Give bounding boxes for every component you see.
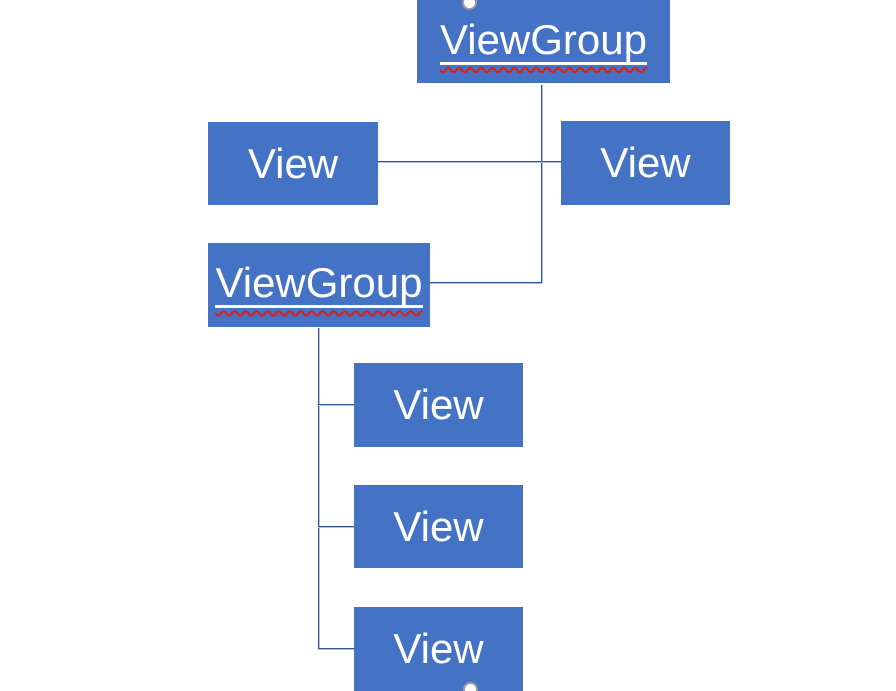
node-view-grandchild-2[interactable]: View (354, 485, 523, 568)
node-viewgroup-child[interactable]: ViewGroup (208, 243, 430, 327)
node-label: View (393, 502, 484, 550)
node-view-left[interactable]: View (208, 122, 378, 205)
connector-root-trunk[interactable] (541, 85, 543, 283)
node-view-grandchild-3[interactable]: View (354, 607, 523, 691)
connector-stub-view-2[interactable] (318, 526, 354, 528)
node-label: View (393, 381, 484, 428)
selection-handle-bottom-icon[interactable] (463, 682, 478, 691)
node-label: View (600, 139, 691, 186)
node-view-grandchild-1[interactable]: View (354, 363, 523, 447)
connector-root-to-child-viewgroup[interactable] (430, 282, 542, 284)
connector-root-to-child-views[interactable] (378, 161, 561, 163)
connector-child-trunk[interactable] (318, 328, 320, 650)
selection-handle-top-icon[interactable] (462, 0, 477, 10)
node-label: View (393, 625, 484, 672)
connector-stub-view-3[interactable] (318, 648, 354, 650)
node-label: ViewGroup (439, 15, 647, 65)
node-label: View (247, 139, 339, 187)
connector-stub-view-1[interactable] (318, 404, 354, 406)
node-label: ViewGroup (215, 259, 423, 308)
node-viewgroup-root[interactable]: ViewGroup (417, 0, 670, 83)
node-view-right[interactable]: View (561, 121, 730, 205)
